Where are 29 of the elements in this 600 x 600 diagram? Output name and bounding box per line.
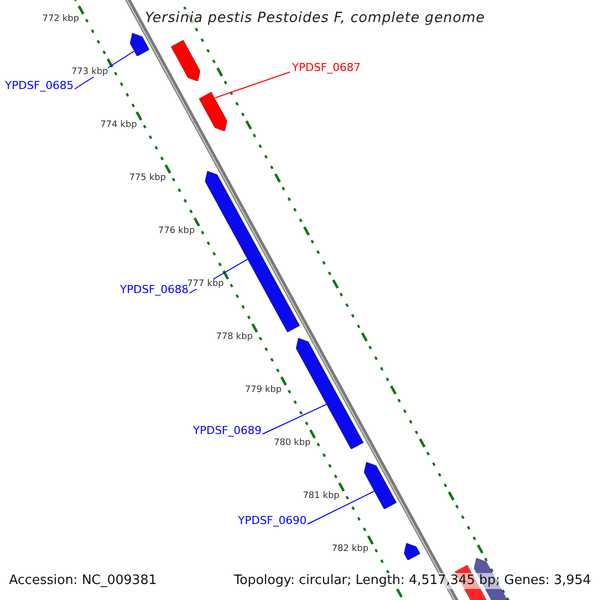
scale-label: 774 kbp xyxy=(100,120,137,130)
scale-label: 779 kbp xyxy=(244,385,282,396)
leader-line xyxy=(307,490,375,524)
gene-feature xyxy=(205,170,300,332)
gene-label: YPDSF_0689 xyxy=(193,424,262,437)
gene-feature xyxy=(170,40,200,82)
gene-label: YPDSF_0685 xyxy=(5,79,74,92)
scale-label: 775 kbp xyxy=(129,173,166,184)
scale-label: 782 kbp xyxy=(332,544,368,554)
scale-label: 772 kbp xyxy=(42,14,80,24)
scale-label: 777 kbp xyxy=(187,279,224,290)
genome-title: Yersinia pestis Pestoides F, complete genome xyxy=(145,9,485,27)
scale-label: 773 kbp xyxy=(71,67,108,78)
gene-label: YPDSF_0690 xyxy=(238,514,307,527)
gene-label: YPDSF_0687 xyxy=(292,61,361,74)
gene-feature xyxy=(404,542,420,560)
scale-label: 778 kbp xyxy=(216,332,253,342)
genome-stats-text: Topology: circular; Length: 4,517,345 bp; Genes: 3,954 xyxy=(234,573,591,589)
leader-line xyxy=(262,404,328,434)
gene-feature xyxy=(199,92,228,132)
gene-label: YPDSF_0688 xyxy=(120,283,189,296)
gene-feature xyxy=(130,32,150,56)
scale-label: 781 kbp xyxy=(302,491,340,502)
gene-feature xyxy=(296,338,364,450)
accession-text: Accession: NC_009381 xyxy=(9,573,157,589)
scale-label: 776 kbp xyxy=(158,226,195,236)
gene-feature xyxy=(364,462,397,510)
leader-line xyxy=(214,72,290,98)
scale-label: 780 kbp xyxy=(274,438,311,448)
